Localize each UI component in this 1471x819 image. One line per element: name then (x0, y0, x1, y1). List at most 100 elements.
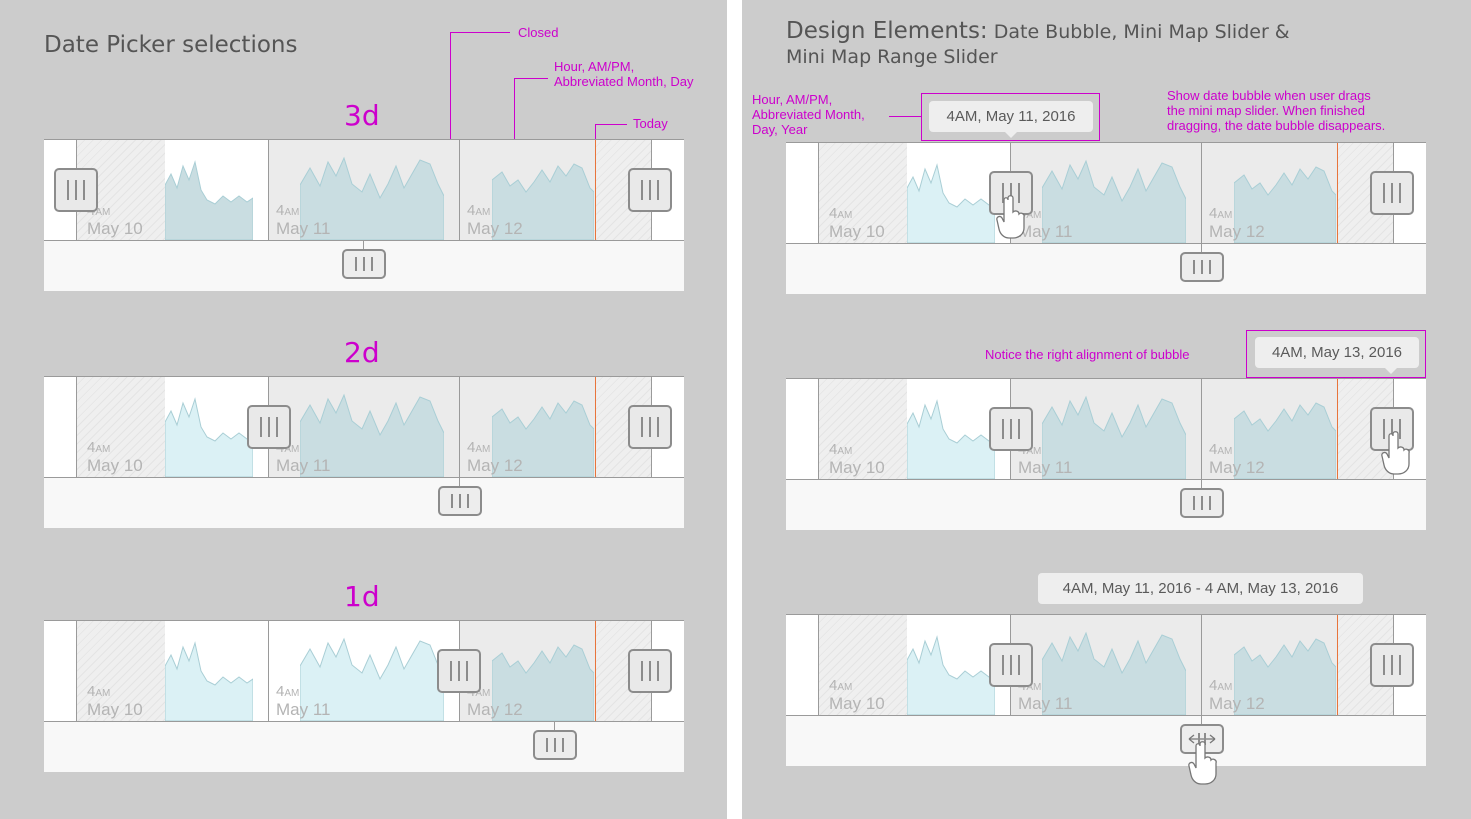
range-label-1d: 1d (344, 580, 380, 613)
past-hatch-area (77, 621, 165, 721)
grid-line (1201, 615, 1202, 715)
grid-line (76, 377, 77, 477)
volume-wave-day2 (1042, 395, 1186, 479)
annotation-right-alignment: Notice the right alignment of bubble (985, 347, 1190, 362)
date-range-bubble: 4AM, May 11, 2016 - 4 AM, May 13, 2016 (1038, 573, 1363, 604)
range-label-2d: 2d (344, 336, 380, 369)
grid-line (1201, 143, 1202, 243)
volume-wave-day1 (907, 399, 995, 479)
range-end-handle[interactable] (1370, 643, 1414, 687)
past-hatch-area (819, 379, 907, 479)
mini-map (786, 716, 1426, 785)
volume-wave-day1 (165, 160, 253, 240)
volume-wave-day1 (165, 397, 253, 477)
volume-wave-day3 (1234, 638, 1336, 715)
range-start-handle[interactable] (989, 407, 1033, 451)
volume-wave-day3 (492, 400, 594, 477)
today-marker (1337, 615, 1338, 715)
date-bubble-right-aligned: 4AM, May 13, 2016 (1255, 337, 1419, 374)
range-start-handle[interactable] (247, 405, 291, 449)
today-marker (595, 377, 596, 477)
mini-map-slider-handle[interactable] (1180, 488, 1224, 518)
range-start-handle[interactable] (989, 171, 1033, 215)
range-label-3d: 3d (344, 99, 380, 132)
mini-map-slider-handle[interactable] (533, 730, 577, 760)
range-end-handle[interactable] (628, 649, 672, 693)
range-start-handle[interactable] (54, 168, 98, 212)
past-hatch-area (819, 143, 907, 243)
volume-wave-day1 (907, 635, 995, 715)
grid-line (1201, 379, 1202, 479)
volume-wave-day2 (300, 156, 444, 240)
today-marker (595, 140, 596, 240)
today-marker (1337, 143, 1338, 243)
range-end-handle[interactable] (628, 168, 672, 212)
mini-map (786, 480, 1426, 530)
range-end-handle[interactable] (1370, 171, 1414, 215)
past-hatch-area (819, 615, 907, 715)
date-picker-selections-panel: Date Picker selections 3d 2d 1d Closed H… (0, 0, 727, 819)
mini-map-slider-handle[interactable] (342, 249, 386, 279)
hour-guide (889, 116, 921, 117)
mini-map-slider-handle[interactable] (438, 486, 482, 516)
grid-line (459, 377, 460, 477)
volume-wave-day3 (492, 163, 594, 240)
range-start-handle[interactable] (437, 649, 481, 693)
mini-map-stem (459, 478, 460, 486)
annotation-hour-format: Hour, AM/PM, Abbreviated Month, Day (554, 59, 694, 89)
panel-title-line2: Mini Map Range Slider (786, 46, 998, 68)
bubble-highlight-box (1246, 330, 1426, 378)
range-start-handle[interactable] (989, 643, 1033, 687)
past-hatch-area (77, 377, 165, 477)
annotation-hour-format-year: Hour, AM/PM, Abbreviated Month, Day, Yea… (752, 92, 865, 137)
volume-wave-day2 (1042, 159, 1186, 243)
mini-map (44, 241, 684, 291)
grid-line (459, 140, 460, 240)
closed-guide-v (450, 32, 451, 178)
grid-line (818, 379, 819, 479)
volume-wave-day1 (165, 641, 253, 721)
grid-line (818, 143, 819, 243)
grid-line (268, 621, 269, 721)
mini-map-stem (554, 722, 555, 730)
grid-line (76, 621, 77, 721)
closed-guide-h (450, 32, 510, 33)
range-end-handle[interactable] (628, 405, 672, 449)
volume-wave-day2 (300, 637, 444, 721)
range-end-handle[interactable] (1370, 407, 1414, 451)
volume-wave-day3 (492, 644, 594, 721)
grid-line (268, 140, 269, 240)
annotation-show-bubble: Show date bubble when user drags the min… (1167, 88, 1386, 133)
mini-map-slider-handle[interactable] (1180, 252, 1224, 282)
panel-title: Design Elements: Date Bubble, Mini Map S… (786, 18, 1290, 44)
design-elements-panel: Design Elements: Date Bubble, Mini Map S… (742, 0, 1471, 819)
annotation-closed: Closed (518, 25, 559, 40)
mini-map-stem (1201, 716, 1202, 724)
volume-wave-day2 (300, 393, 444, 477)
mini-map-stem (363, 241, 364, 249)
volume-wave-day3 (1234, 166, 1336, 243)
today-guide-v (595, 124, 596, 140)
tap-hand-icon (1381, 431, 1410, 475)
tap-hand-icon (996, 195, 1025, 239)
date-bubble: 4AM, May 11, 2016 (929, 101, 1093, 138)
